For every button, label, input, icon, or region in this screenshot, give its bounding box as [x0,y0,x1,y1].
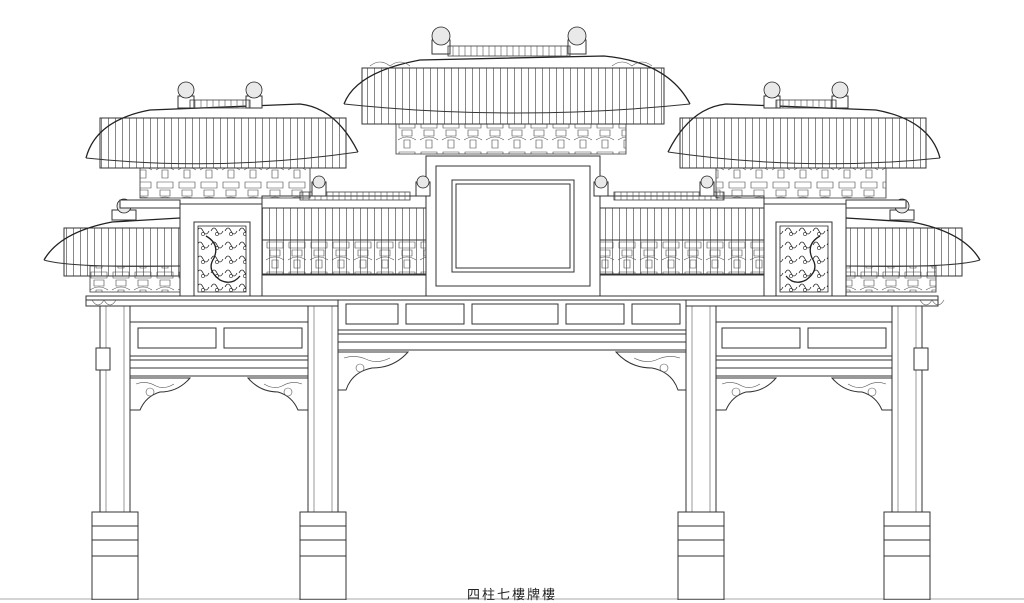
central-name-tablet [426,156,600,296]
roof-upper-left [86,82,358,208]
dragon-panel-right [764,204,846,296]
pillar-outer-right [884,300,930,600]
ridge-beast-mid-right [594,176,714,196]
roof-top-center [344,27,690,154]
roof-lower-right [846,199,980,305]
middle-bracket-band-left [262,192,436,275]
bracket-ornament-left-2 [248,378,308,410]
bracket-ornament-left-1 [130,378,190,410]
bracket-ornament-center-left [338,352,408,390]
middle-bracket-band-right [590,192,764,275]
roof-upper-right [668,82,940,208]
dragon-panel-left [180,204,262,296]
drawing-caption: 四柱七樓牌樓 [466,588,557,603]
side-beam-left [130,322,308,376]
pillar-inner-right [678,300,724,600]
center-beam [338,300,686,350]
roof-lower-left [44,199,180,305]
bracket-ornament-right-2 [832,378,892,410]
bracket-ornament-right-1 [716,378,776,410]
pillar-outer-left [92,300,138,600]
bracket-ornament-center-right [616,352,686,390]
ridge-beast-mid-left [312,176,430,196]
side-beam-right [716,322,892,376]
